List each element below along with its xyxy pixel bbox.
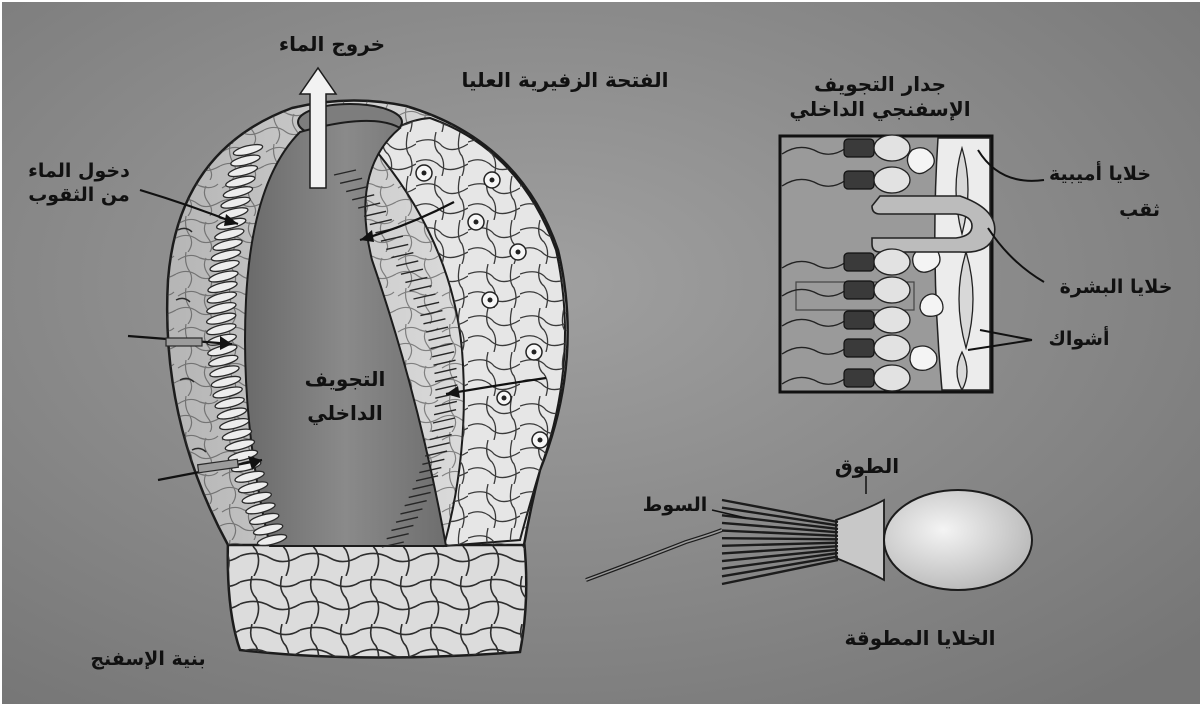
inner-wall-label-line1: جدار التجويف xyxy=(760,72,1000,97)
choanocyte-body xyxy=(874,249,910,275)
amoebocytes-label-line1: خلايا أميبية xyxy=(1040,156,1160,192)
amoebocytes-label-line2: ثقب xyxy=(1040,192,1160,228)
osculum-label: الفتحة الزفيرية العليا xyxy=(450,68,680,93)
inner-wall-label: جدار التجويف الإسفنجي الداخلي xyxy=(760,72,1000,122)
collar-block xyxy=(844,281,874,299)
water-out-label: خروج الماء xyxy=(262,32,402,57)
choanocyte-body xyxy=(874,307,910,333)
flagellum-label: السوط xyxy=(630,494,720,518)
sponge-structure-label: بنية الإسفنج xyxy=(58,648,238,672)
water-in-label-line2: من الثقوب xyxy=(4,184,154,208)
collar-block xyxy=(844,171,874,189)
choanocyte-body xyxy=(874,167,910,193)
choanocyte-body xyxy=(874,335,910,361)
amoebocytes-label: خلايا أميبية ثقب xyxy=(1040,156,1160,228)
water-in-label: دخول الماء من الثقوب xyxy=(4,160,154,208)
collar-cells-label: الخلايا المطوقة xyxy=(820,626,1020,651)
water-in-label-line1: دخول الماء xyxy=(4,160,154,184)
spongocoel-label: التجويف الداخلي xyxy=(290,362,400,430)
spongocoel-label-line2: الداخلي xyxy=(290,396,400,430)
choanocyte-body xyxy=(874,365,910,391)
spongocoel-label-line1: التجويف xyxy=(290,362,400,396)
collar-block xyxy=(844,369,874,387)
collar-block xyxy=(844,253,874,271)
collar-block xyxy=(844,311,874,329)
collar-block xyxy=(844,139,874,157)
collar-label: الطوق xyxy=(812,454,922,479)
choanocyte-body xyxy=(874,277,910,303)
epidermal-cells-label: خلايا البشرة xyxy=(1046,276,1186,300)
collar-microvillus xyxy=(722,538,838,539)
collar-block xyxy=(844,339,874,357)
spicules-label: أشواك xyxy=(1034,328,1124,352)
choanocyte-body xyxy=(874,135,910,161)
inner-wall-label-line2: الإسفنجي الداخلي xyxy=(760,97,1000,122)
